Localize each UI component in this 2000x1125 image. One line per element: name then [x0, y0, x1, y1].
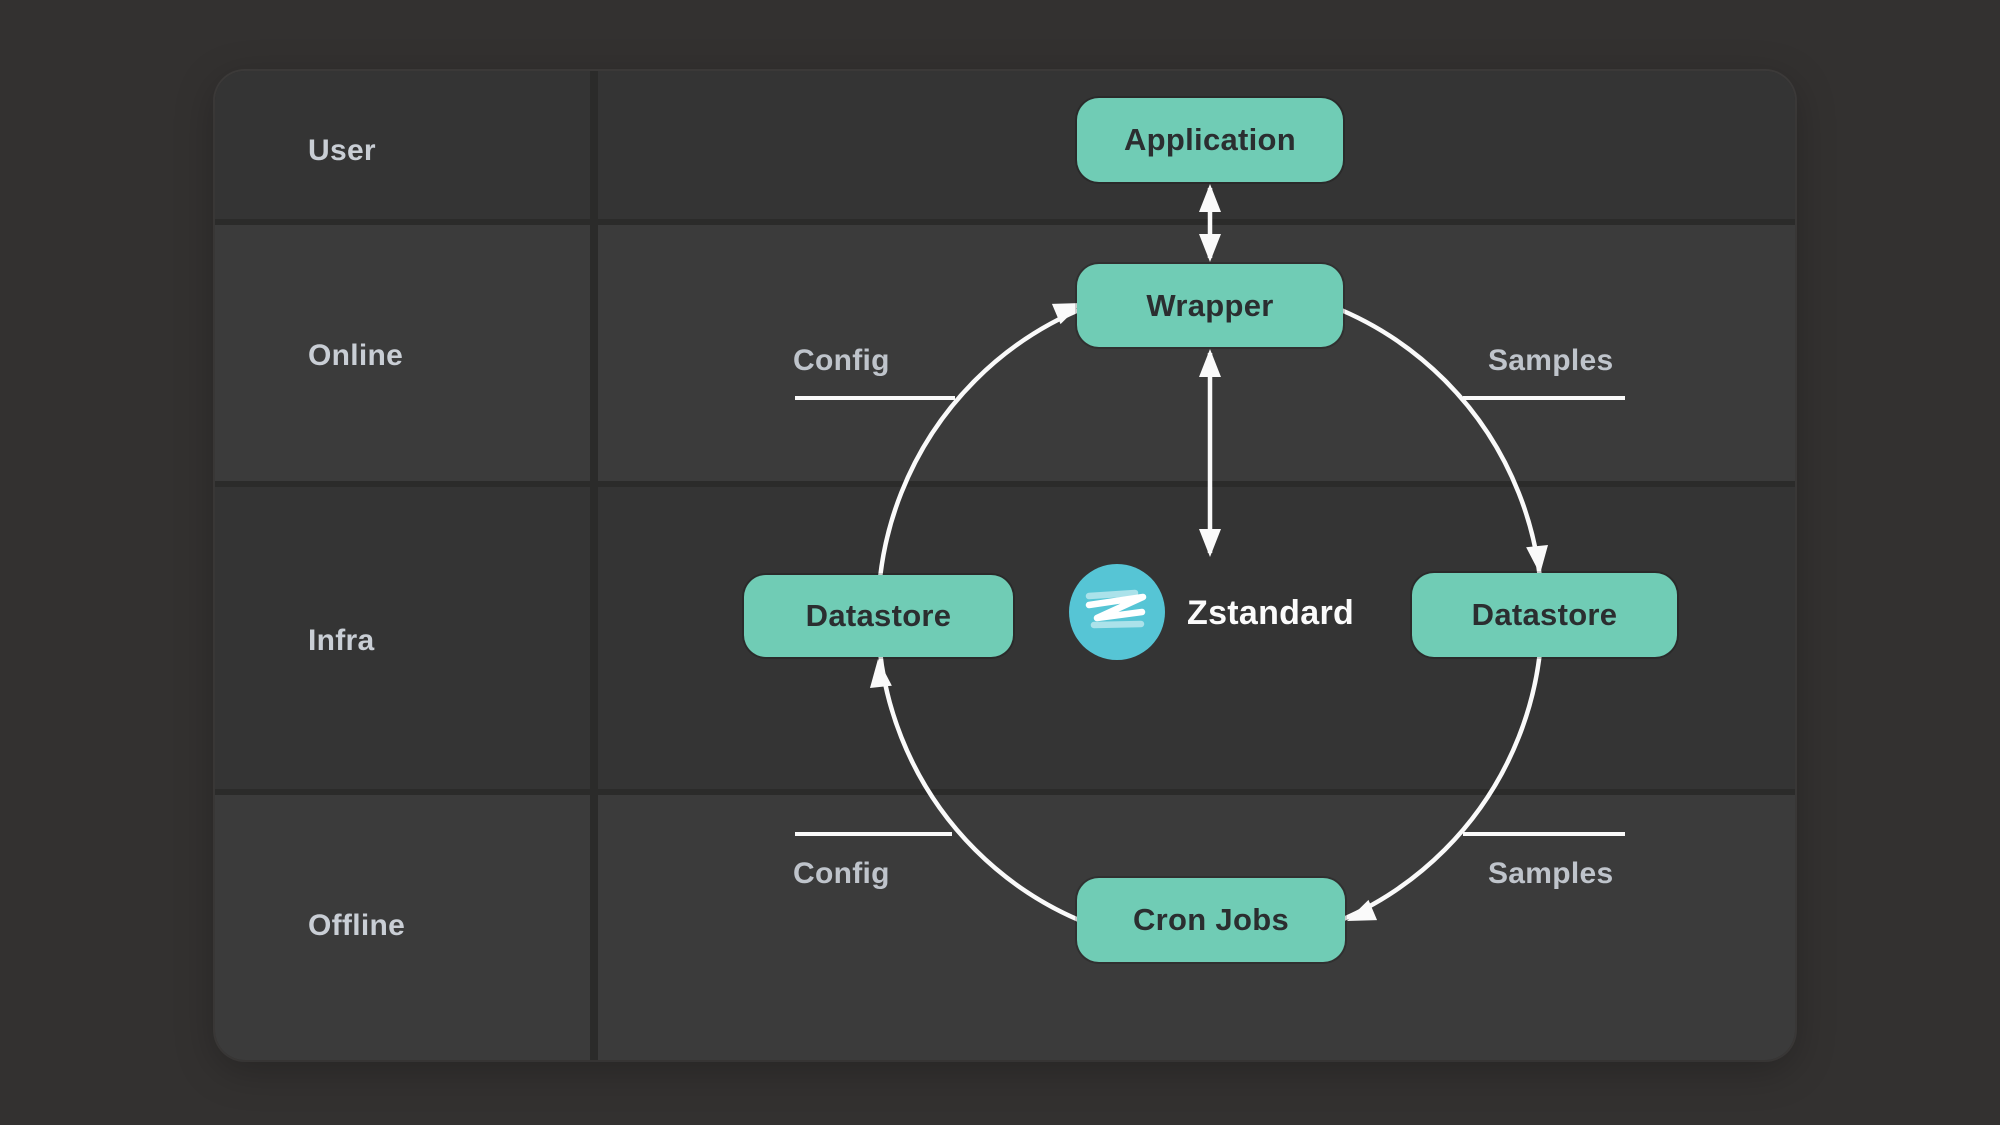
lane-user	[215, 71, 1795, 219]
node-datastore-left-label: Datastore	[805, 598, 952, 633]
edge-label-samples-bottom: Samples	[1488, 857, 1614, 890]
arrowhead-up-into-wrapper	[1199, 349, 1221, 377]
node-datastore-right: Datastore	[1412, 573, 1677, 657]
lane-label-user: User	[308, 134, 376, 167]
edge-label-config-top: Config	[793, 344, 890, 377]
arrowhead-into-datastore-right-top	[1526, 545, 1549, 574]
arrowhead-down-into-wrapper	[1199, 234, 1221, 262]
arrowhead-down-into-zstandard	[1199, 529, 1221, 557]
edge-label-samples-top: Samples	[1488, 344, 1614, 377]
lane-label-offline: Offline	[308, 909, 406, 942]
lane-offline	[215, 795, 1795, 1060]
arrowhead-into-datastore-left-bottom	[869, 659, 892, 688]
node-cron-jobs-label: Cron Jobs	[1133, 902, 1289, 937]
arrowhead-into-cron-jobs-right	[1347, 899, 1378, 921]
zstandard-logo	[1069, 564, 1165, 660]
lane-label-divider	[590, 71, 598, 1060]
lane-label-online: Online	[308, 339, 404, 372]
node-application-label: Application	[1123, 122, 1297, 157]
node-cron-jobs: Cron Jobs	[1077, 878, 1345, 962]
node-wrapper-label: Wrapper	[1146, 287, 1274, 323]
node-datastore-right-label: Datastore	[1471, 597, 1618, 632]
node-application: Application	[1077, 98, 1343, 182]
node-datastore-left: Datastore	[744, 575, 1013, 657]
edge-label-config-bottom: Config	[793, 857, 890, 890]
lane-label-infra: Infra	[308, 624, 375, 657]
zstandard-logo-glyph	[1085, 589, 1147, 629]
arrowhead-into-wrapper-left	[1051, 303, 1082, 325]
node-wrapper: Wrapper	[1077, 264, 1343, 347]
zstandard-brand-name: Zstandard	[1187, 594, 1355, 632]
arrowhead-up-into-application	[1199, 184, 1221, 212]
